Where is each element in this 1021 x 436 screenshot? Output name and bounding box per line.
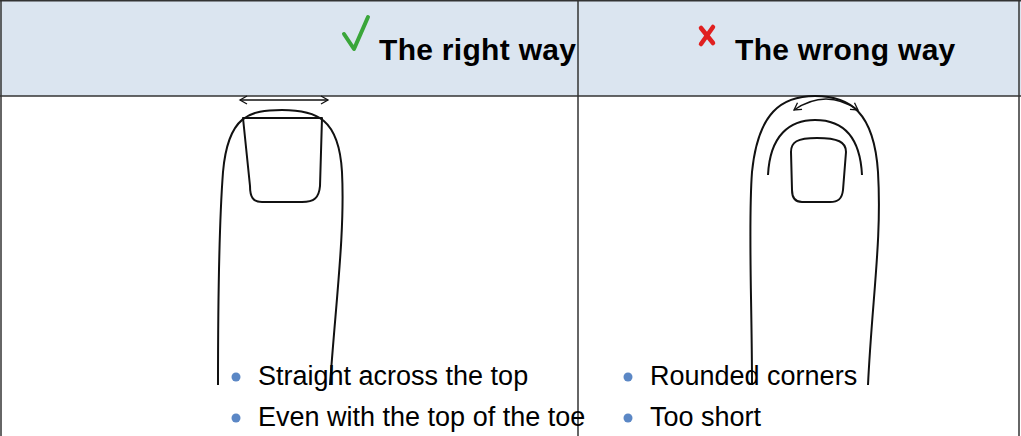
column-heading: The wrong way [735,32,956,68]
right-toe [218,110,343,385]
header-cell: The wrong way [578,0,1021,96]
wrong-toe [750,96,879,385]
cross-mark [701,27,713,44]
bullet-text: Straight across the top [258,360,528,392]
header-cell: The right way [0,0,578,96]
bullet-text: Rounded corners [650,360,857,392]
curve-arrow [794,99,858,110]
check-mark [344,17,368,49]
bullet-text: Too short [650,401,761,433]
column-heading: The right way [379,32,576,68]
bullet-text: Even with the top of the toe [258,401,585,433]
width-arrow [240,99,328,100]
